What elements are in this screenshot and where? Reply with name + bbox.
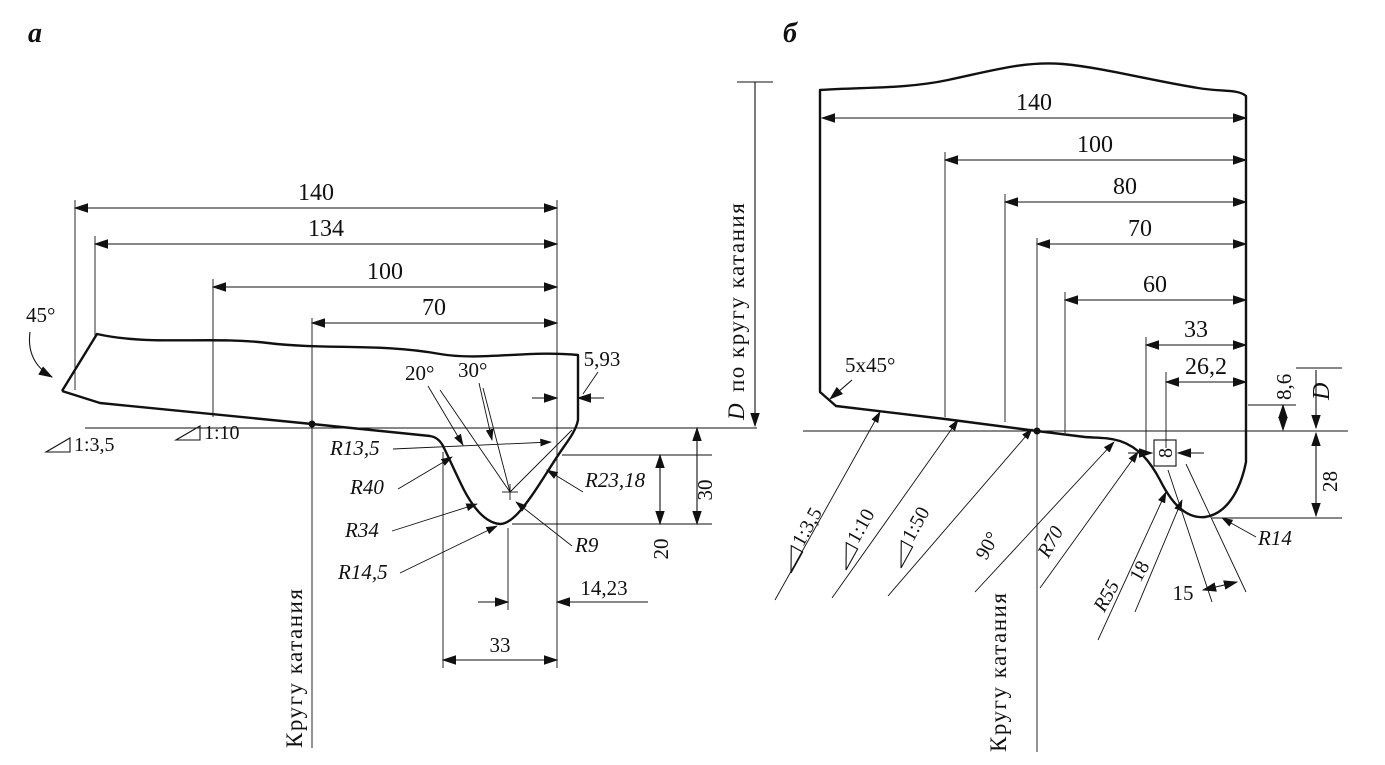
dim-80-b: 80 [1113,174,1137,200]
dim-33-a-label: 33 [490,633,511,657]
slope-1-10-label-b: 1:10 [843,505,879,547]
slope-1-3-5-label-b: 1:3,5 [788,504,827,550]
slope-1-3-5-label-a: 1:3,5 [74,434,115,456]
dim-28-label: 28 [1318,471,1342,492]
angle-callouts-a: 20° 30° [405,358,573,500]
slope-callout-1-3-5-a: 1:3,5 [43,434,115,456]
slope-1-10-label-a: 1:10 [204,422,240,444]
rotated-callouts-b: 1:3,5 1:10 1:50 90° R70 R55 [774,411,1183,641]
dim-26-2-b: 26,2 [1185,354,1227,380]
rolling-circle-axis-label-a: Кругу катания [282,588,307,748]
slope-1-50-label-b: 1:50 [898,503,934,545]
slope-symbol [900,539,914,569]
figure-a-label: а [28,18,42,49]
chamfer-callout-a: 45° [26,303,55,378]
diameter-axis-a: D по кругу катания [724,81,773,428]
dim-593-label: 5,93 [584,347,621,371]
flange-height-dims-a: 30 20 [649,426,717,560]
dim-15-b: 15 [1167,463,1247,605]
dim-18-label: 18 [1125,557,1154,585]
flange-width-dims-a: 14,23 33 [441,576,648,665]
reference-dim-box [1153,439,1177,467]
radius-r13-5-label: R13,5 [329,436,380,460]
groove-width-dim-b: 8 [1128,439,1204,467]
dim-33-b: 33 [1184,317,1208,343]
angle-30-label: 30° [458,358,487,382]
diameter-axis-text-a: по кругу катания [724,202,749,392]
radius-r23-18-label: R23,18 [584,468,646,492]
radius-callouts-a: R13,5 R40 R34 R14,5 R23,18 R9 [329,436,646,584]
radius-r55-label: R55 [1089,577,1124,617]
slope-symbol [790,544,804,574]
dim-14-23-label: 14,23 [580,576,627,600]
figure-a: а 140 134 100 70 [26,18,773,748]
rolling-circle-axis-label-b: Кругу катания [986,592,1011,752]
extension-lines-b [944,152,1342,519]
dim-20-label: 20 [649,539,673,560]
angle-90-callout-b: 90° [971,528,1004,563]
dim-15-label: 15 [1173,581,1194,605]
slope-symbol [43,437,71,453]
width-dimensions-a: 140 134 100 70 [73,180,559,328]
radius-r14-callout-b: R14 [1221,517,1292,550]
angle-20-label: 20° [405,361,434,385]
dim-140-a: 140 [298,180,334,206]
dim-30-label: 30 [693,480,717,501]
dim-70-b: 70 [1128,216,1152,242]
wheel-profile-b [818,62,1248,519]
radius-r14-5-label: R14,5 [337,560,388,584]
right-side-dims-b: 8,6 D 28 [1272,370,1342,518]
dim-140-b: 140 [1016,90,1052,116]
diameter-d-label-b: D [1309,383,1335,401]
slope-callout-1-10-b: 1:10 [843,505,879,571]
extension-lines-a [74,200,712,668]
dim-18-callout-b: 18 [1125,557,1154,585]
radius-r55-callout-b: R55 [1089,577,1124,617]
chamfer-label-b: 5x45° [845,353,895,377]
dim-8-6-label: 8,6 [1272,374,1296,400]
dim-60-b: 60 [1143,272,1167,298]
wheel-profile-a [60,332,580,526]
angle-90-label: 90° [971,528,1004,563]
figure-b: б 140 100 80 70 60 [774,18,1348,752]
slope-symbol [845,541,859,571]
dim-134-a: 134 [308,216,344,242]
slope-symbol [173,425,201,441]
radius-r40-label: R40 [349,475,384,499]
dim-593-a: 5,93 [532,347,621,403]
diameter-d-label-a: D [724,402,749,421]
dim-100-b: 100 [1077,132,1113,158]
radius-r34-label: R34 [344,518,379,542]
figure-b-label: б [783,18,798,49]
dim-100-a: 100 [367,259,403,285]
slope-callout-1-10-a: 1:10 [173,422,240,444]
radius-r9-label: R9 [574,533,599,557]
dim-8-label: 8 [1155,448,1177,458]
width-dimensions-b: 140 100 80 70 60 33 26,2 [820,90,1248,387]
dim-70-a: 70 [422,295,446,321]
chamfer-angle-label-a: 45° [26,303,55,327]
chamfer-callout-b: 5x45° [829,353,895,400]
radius-r14-label: R14 [1257,526,1292,550]
slope-callout-1-3-5-b: 1:3,5 [788,504,827,574]
